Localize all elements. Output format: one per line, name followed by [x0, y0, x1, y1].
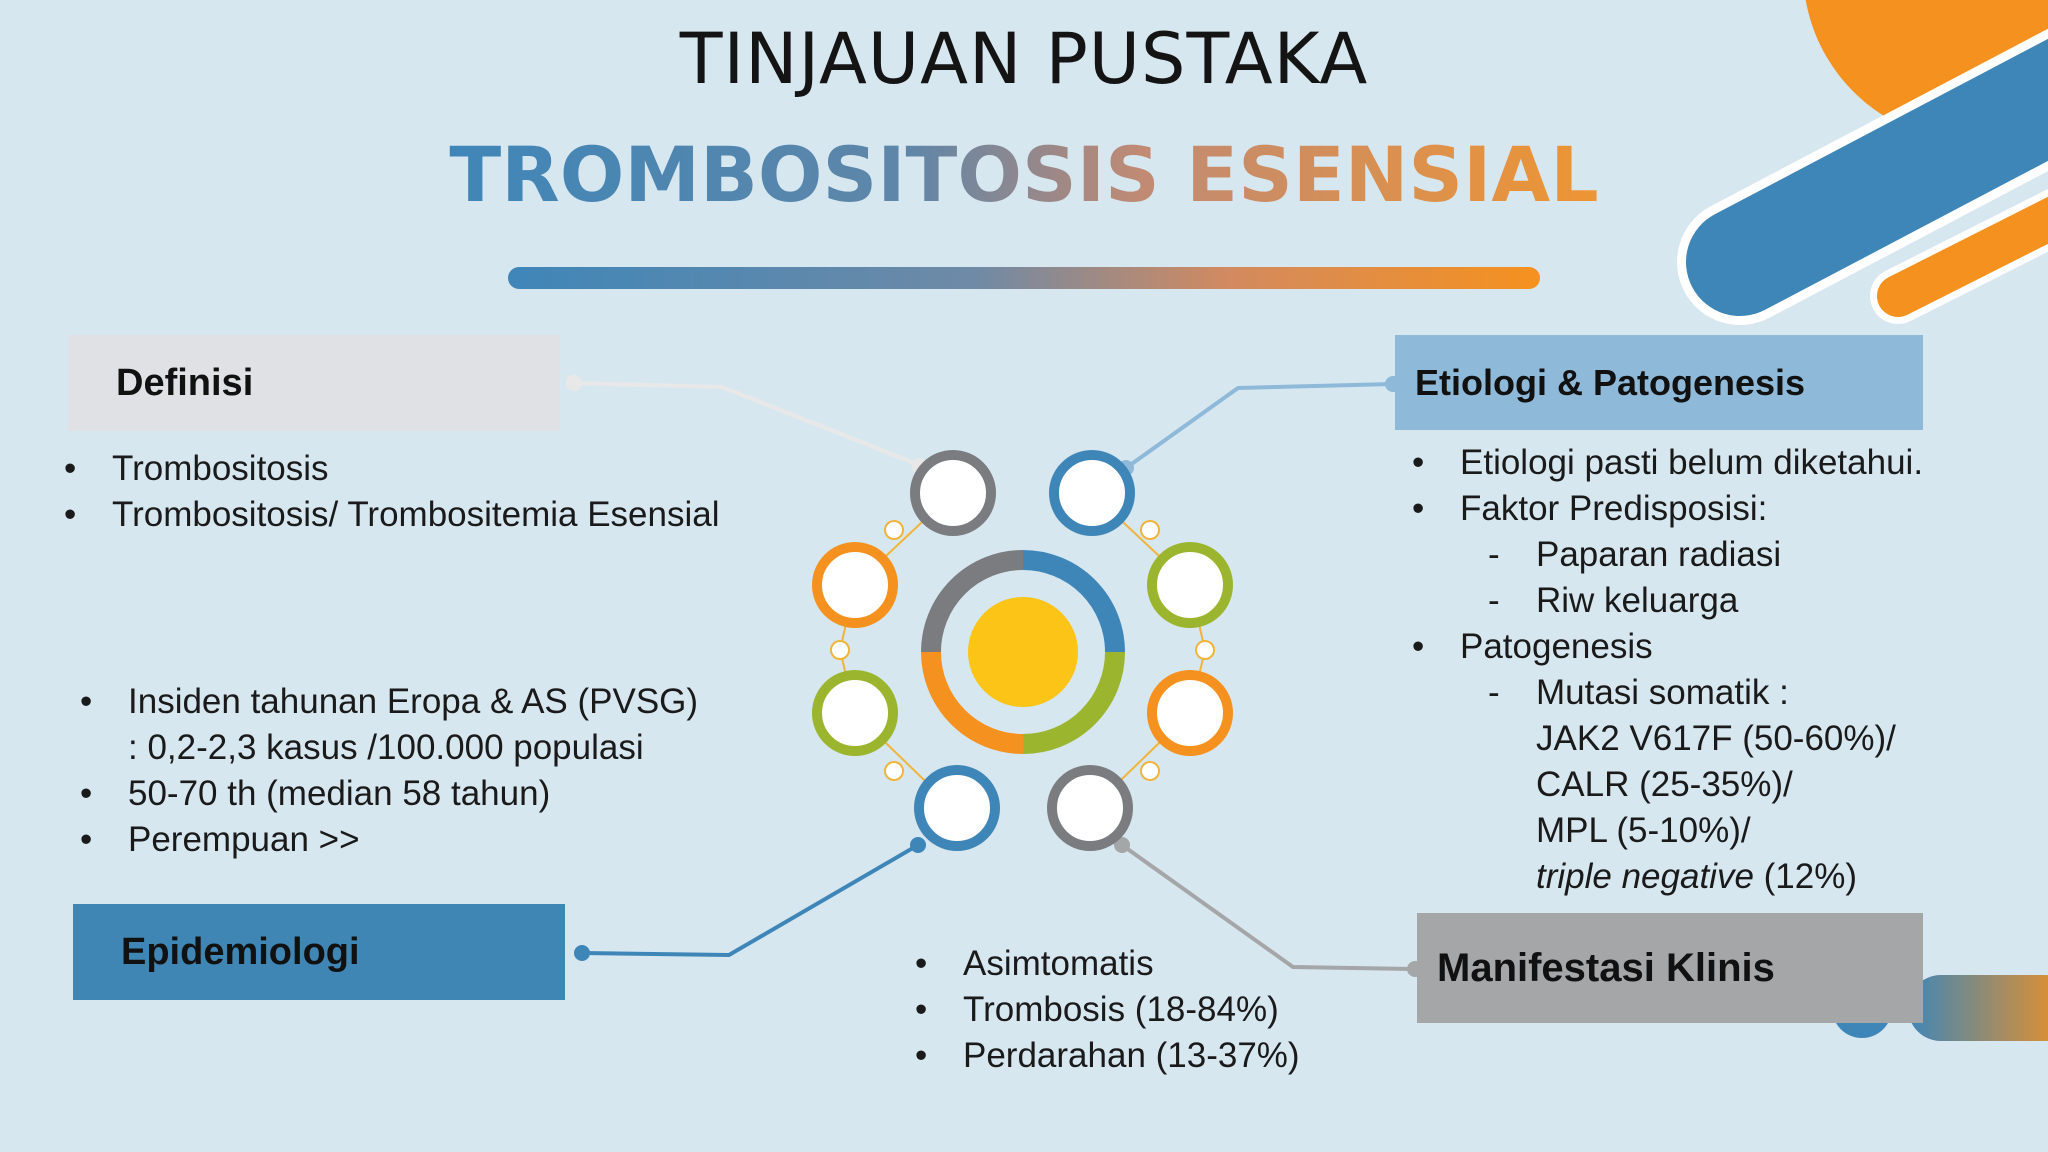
mutation-list: JAK2 V617F (50-60%)/ CALR (25-35%)/ MPL …	[1460, 716, 2032, 900]
sublist-item: Mutasi somatik :	[1460, 670, 2032, 716]
node-orange-right	[1147, 670, 1233, 756]
blue-stripe-decoration	[1686, 38, 2048, 316]
connector-etiologi	[1124, 382, 1394, 470]
list-item: 50-70 th (median 58 tahun)	[80, 771, 800, 817]
node-orange-left	[812, 542, 898, 628]
epidemiologi-box: Epidemiologi	[73, 904, 565, 1000]
list-item: Asimtomatis	[915, 941, 1435, 987]
epidemiologi-list: Insiden tahunan Eropa & AS (PVSG) : 0,2-…	[80, 679, 800, 863]
epidemiologi-label: Epidemiologi	[121, 930, 360, 973]
list-item-line: : 0,2-2,3 kasus /100.000 populasi	[128, 728, 644, 767]
subtitle-text: TROMBOSITOSIS ESENSIAL	[449, 130, 1599, 219]
list-item-line: Insiden tahunan Eropa & AS (PVSG)	[128, 682, 699, 721]
list-item-line: Patogenesis	[1460, 627, 1653, 666]
patogenesis-sublist: Mutasi somatik :	[1460, 670, 2032, 716]
triple-negative-label: triple negative	[1536, 857, 1754, 896]
list-item: Faktor Predisposisi: Paparan radiasi Riw…	[1412, 486, 2032, 624]
list-item: Perdarahan (13-37%)	[915, 1033, 1435, 1079]
etiologi-list: Etiologi pasti belum diketahui. Faktor P…	[1412, 440, 2032, 900]
list-item: Patogenesis Mutasi somatik : JAK2 V617F …	[1412, 624, 2032, 900]
definisi-box: Definisi	[68, 335, 560, 431]
predisposisi-sublist: Paparan radiasi Riw keluarga	[1460, 532, 2032, 624]
node-gray-bottom	[1047, 765, 1133, 851]
triple-negative-value: (12%)	[1753, 857, 1858, 896]
definisi-list: Trombositosis Trombositosis/ Trombositem…	[64, 446, 824, 538]
connector-definisi	[571, 381, 923, 468]
list-item: Trombosis (18-84%)	[915, 987, 1435, 1033]
list-item-line: Faktor Predisposisi:	[1460, 489, 1768, 528]
etiologi-label: Etiologi & Patogenesis	[1415, 361, 1806, 403]
sublist-item: Riw keluarga	[1460, 578, 2032, 624]
gradient-pill-decoration	[1908, 975, 2048, 1041]
definisi-label: Definisi	[116, 361, 254, 404]
outer-nodes	[812, 450, 1233, 851]
page-subtitle: TROMBOSITOSIS ESENSIAL	[0, 130, 2048, 219]
list-item: Trombositosis	[64, 446, 824, 492]
list-item: Insiden tahunan Eropa & AS (PVSG) : 0,2-…	[80, 679, 800, 771]
node-green-left	[812, 670, 898, 756]
node-green-right	[1147, 542, 1233, 628]
central-yellow-core	[968, 597, 1078, 707]
node-gray-top	[910, 450, 996, 536]
mutation-line: MPL (5-10%)/	[1536, 811, 1751, 850]
central-ring	[921, 550, 1125, 754]
manifestasi-label: Manifestasi Klinis	[1437, 945, 1775, 990]
mutation-line: triple negative (12%)	[1536, 854, 2032, 900]
connector-epidemiologi	[581, 843, 920, 958]
page-title: TINJAUAN PUSTAKA	[679, 18, 1369, 100]
orange-stripe-decoration	[1877, 196, 2048, 317]
list-item: Perempuan >>	[80, 817, 800, 863]
etiologi-box: Etiologi & Patogenesis	[1395, 335, 1923, 430]
list-item: Trombositosis/ Trombositemia Esensial	[64, 492, 824, 538]
manifestasi-box: Manifestasi Klinis	[1417, 913, 1923, 1023]
sublist-item: Paparan radiasi	[1460, 532, 2032, 578]
manifestasi-list: Asimtomatis Trombosis (18-84%) Perdaraha…	[915, 941, 1435, 1079]
list-item: Etiologi pasti belum diketahui.	[1412, 440, 2032, 486]
node-blue-top	[1049, 450, 1135, 536]
node-blue-bottom	[914, 765, 1000, 851]
mutation-line: CALR (25-35%)/	[1536, 765, 1793, 804]
mutation-line: JAK2 V617F (50-60%)/	[1536, 719, 1896, 758]
title-underline	[508, 267, 1540, 289]
mutasi-label: Mutasi somatik :	[1536, 673, 1789, 712]
